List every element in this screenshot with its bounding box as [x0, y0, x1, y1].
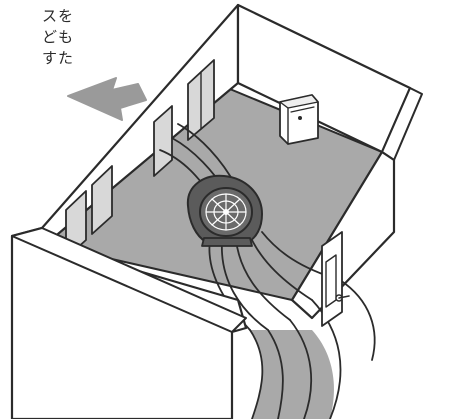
caption-line-3: すた: [4, 48, 74, 69]
caption-line-1: スを: [4, 6, 74, 27]
air-purifier-icon: [280, 95, 318, 144]
caption-text: スを ども すた: [4, 6, 74, 69]
caption-line-2: ども: [4, 27, 74, 48]
large-up-left-arrow-icon: [68, 78, 146, 120]
